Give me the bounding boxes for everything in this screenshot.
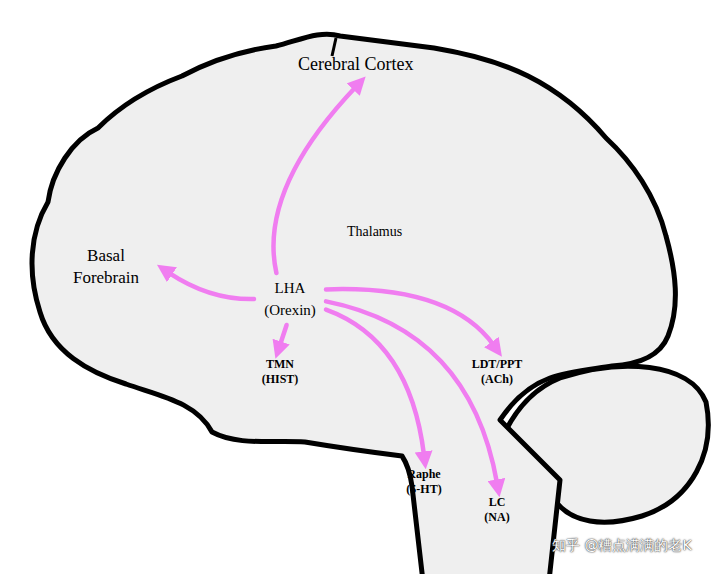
node-text: TMN (HIST) — [258, 357, 302, 387]
node-text: LHA (Orexin) — [259, 277, 321, 321]
projection-arrow — [280, 325, 287, 345]
source-nucleus: LHA (Orexin) — [256, 275, 324, 323]
region-label: Basal Forebrain — [53, 243, 159, 291]
projection-arrow — [326, 301, 497, 483]
projection-arrow — [169, 273, 254, 299]
target-nucleus: LDT/PPT (ACh) — [462, 355, 532, 389]
target-nucleus: TMN (HIST) — [255, 355, 305, 389]
node-text: LC (NA) — [477, 495, 517, 525]
node-text: Cerebral Cortex — [298, 53, 413, 75]
target-nucleus: Raphe (5-HT) — [397, 465, 451, 499]
target-nucleus: LC (NA) — [474, 493, 520, 527]
projection-arrow — [273, 87, 355, 273]
projection-arrow — [326, 310, 424, 455]
node-text: Basal Forebrain — [56, 245, 156, 289]
node-text: Raphe (5-HT) — [400, 467, 448, 497]
watermark: 知乎 @糟点满满的老K — [552, 537, 692, 555]
central-sulcus — [332, 38, 336, 56]
region-label: Thalamus — [347, 224, 402, 240]
region-label: Cerebral Cortex — [295, 51, 416, 77]
node-text: LDT/PPT (ACh) — [465, 357, 529, 387]
cerebrum — [32, 34, 675, 574]
